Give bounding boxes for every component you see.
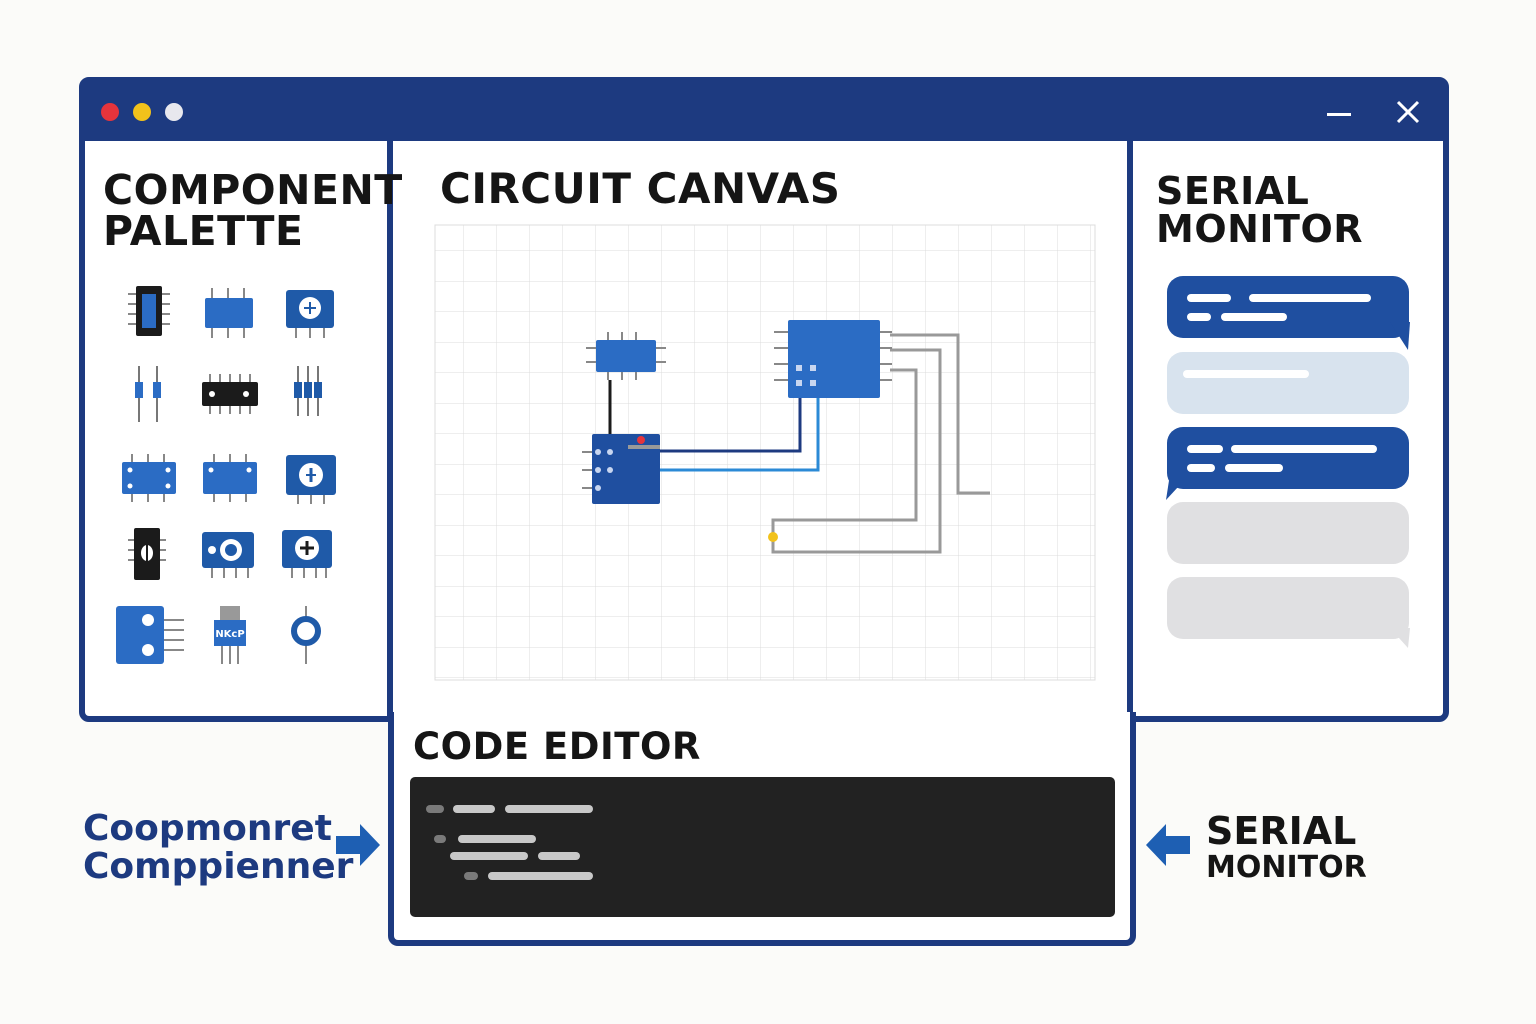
- wires: [608, 333, 990, 554]
- transistor-icon[interactable]: NKcP: [214, 606, 246, 664]
- diode-icon[interactable]: [128, 528, 166, 580]
- palette-divider: [387, 135, 393, 720]
- left-callout-line1: Coopmonret: [83, 808, 332, 849]
- left-callout-line2: Comppienner: [83, 845, 354, 887]
- wire-gray-1: [890, 333, 990, 495]
- serial-message-5: [1167, 577, 1409, 639]
- serial-divider: [1127, 135, 1133, 720]
- serial-title-line2: MONITOR: [1156, 207, 1364, 251]
- ring-icon[interactable]: [291, 606, 321, 664]
- code-editor[interactable]: [410, 777, 1115, 917]
- maximize-dot[interactable]: [165, 103, 183, 121]
- canvas-main-module[interactable]: [774, 320, 892, 398]
- trimpot-board-icon[interactable]: [286, 455, 336, 504]
- serial-title: SERIAL MONITOR: [1156, 172, 1363, 248]
- close-dot[interactable]: [101, 103, 119, 121]
- palette-title-line1: COMPONENT: [103, 166, 403, 214]
- plus-module-icon[interactable]: [282, 530, 332, 578]
- serial-message-1: [1167, 276, 1409, 338]
- canvas-controller-board[interactable]: [582, 434, 660, 504]
- camera-module-icon[interactable]: [202, 532, 254, 578]
- resistor-icon[interactable]: [294, 366, 322, 416]
- wire-gray-2: [771, 348, 942, 554]
- arrow-left-icon: [1146, 824, 1190, 866]
- close-icon[interactable]: [1393, 97, 1423, 127]
- right-callout-label: SERIAL MONITOR: [1206, 809, 1367, 885]
- palette-title: COMPONENT PALETTE: [103, 170, 403, 252]
- left-callout-label: Coopmonret Comppienner: [83, 810, 353, 886]
- sensor-board-icon[interactable]: [122, 454, 176, 502]
- dip-ic-icon[interactable]: [128, 286, 170, 336]
- serial-message-2: [1167, 352, 1409, 414]
- circuit-canvas[interactable]: [430, 220, 1100, 685]
- serial-title-line1: SERIAL: [1156, 169, 1310, 213]
- right-callout-line1: SERIAL: [1206, 809, 1357, 853]
- capacitor-icon[interactable]: [135, 366, 161, 422]
- component-palette: NKcP: [116, 286, 336, 664]
- wire-gray-3: [771, 368, 918, 535]
- arrow-right-icon: [336, 824, 380, 866]
- canvas-title: CIRCUIT CANVAS: [440, 164, 841, 213]
- minimize-dot[interactable]: [133, 103, 151, 121]
- code-editor-title: CODE EDITOR: [413, 725, 701, 768]
- junction-yellow: [768, 532, 778, 542]
- relay-board-icon[interactable]: [116, 606, 184, 664]
- minimize-icon[interactable]: [1323, 99, 1359, 127]
- chip-module-icon[interactable]: [205, 288, 253, 338]
- right-callout-line2: MONITOR: [1206, 849, 1367, 885]
- bubble-tail-1: [1390, 322, 1410, 350]
- title-bar: [85, 83, 1443, 141]
- led-red: [637, 436, 645, 444]
- black-ic-icon[interactable]: [202, 374, 258, 414]
- serial-message-4: [1167, 502, 1409, 564]
- palette-title-line2: PALETTE: [103, 207, 304, 255]
- driver-board-icon[interactable]: [203, 454, 257, 502]
- bubble-tail-3: [1166, 474, 1190, 500]
- bubble-tail-5: [1390, 628, 1410, 648]
- potentiometer-module-icon[interactable]: [286, 290, 334, 338]
- wire-blue: [655, 380, 820, 472]
- transistor-label: NKcP: [215, 629, 244, 640]
- canvas-sensor-module[interactable]: [586, 332, 666, 380]
- serial-message-3: [1167, 427, 1409, 489]
- wire-navy: [655, 385, 802, 453]
